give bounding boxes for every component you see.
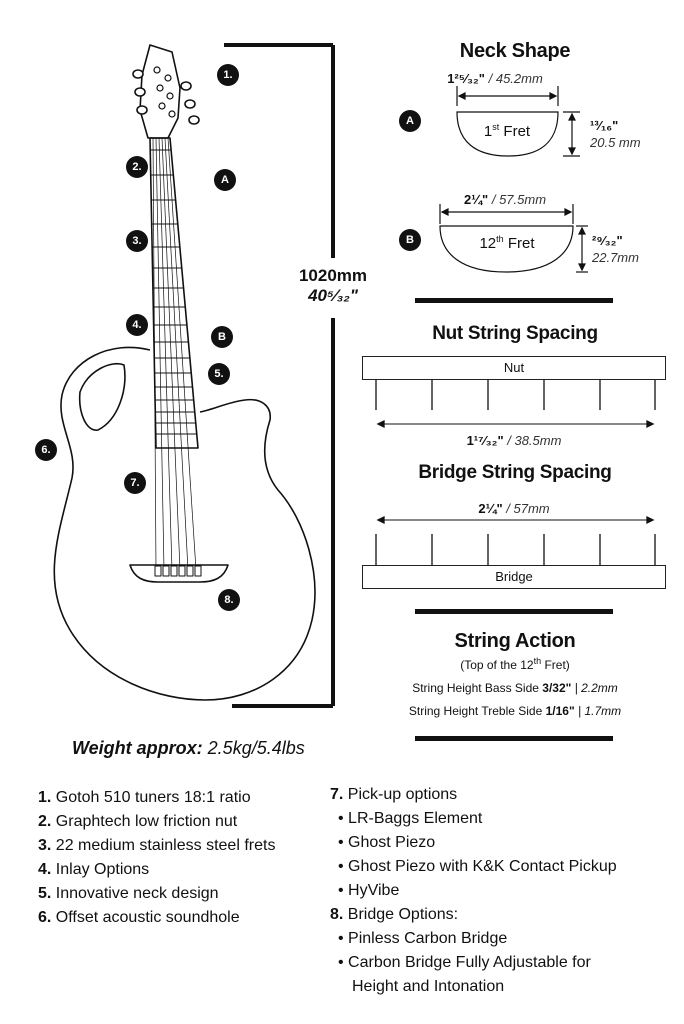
bridge-width-mm: / 57mm	[506, 501, 550, 516]
bridge-width-in: 2¼"	[478, 501, 503, 516]
badge-b-guitar: B	[211, 326, 233, 348]
string-height-bass: String Height Bass Side 3/32" | 2.2mm	[412, 681, 618, 695]
list-item-pickups: 7. Pick-up options	[330, 786, 458, 803]
bridge-width: 2¼" / 57mm	[424, 501, 604, 516]
badge-7: 7.	[124, 472, 146, 494]
string-height-treble: String Height Treble Side 1/16" | 1.7mm	[408, 704, 622, 718]
neck-a-width-mm: / 45.2mm	[488, 71, 543, 86]
total-length-in: 40⁵⁄₃₂"	[308, 286, 358, 305]
list-item: 3. 22 medium stainless steel frets	[38, 837, 276, 854]
badge-4: 4.	[126, 314, 148, 336]
list-item: 2. Graphtech low friction nut	[38, 813, 238, 830]
total-length-label: 1020mm 40⁵⁄₃₂"	[268, 266, 398, 306]
neck-a-depth-in: ¹³⁄₁₆"	[590, 118, 619, 133]
neck-a-fret-label: 1st Fret	[483, 122, 531, 140]
divider-2	[415, 609, 613, 614]
list-item: 4. Inlay Options	[38, 861, 150, 878]
badge-1: 1.	[217, 64, 239, 86]
neck-a-depth-mm: 20.5 mm	[590, 135, 641, 150]
neck-b-depth-mm: 22.7mm	[592, 250, 639, 265]
neck-b-badge: B	[399, 229, 421, 251]
list-subitem: LR-Baggs Element	[330, 807, 617, 831]
string-action-title: String Action	[454, 630, 576, 652]
nut-spacing-title: Nut String Spacing	[432, 323, 598, 344]
neck-a-width-in: 1²⁵⁄₃₂"	[447, 71, 485, 86]
badge-6: 6.	[35, 439, 57, 461]
badge-3: 3.	[126, 230, 148, 252]
list-item-bridge: 8. Bridge Options:	[330, 906, 459, 923]
neck-a-profile	[456, 86, 580, 157]
features-left-list: 1. Gotoh 510 tuners 18:1 ratio 2. Grapht…	[38, 786, 275, 930]
badge-5: 5.	[208, 363, 230, 385]
neck-a-badge: A	[399, 110, 421, 132]
bridge-bar: Bridge	[362, 565, 666, 589]
neck-b-fret-label: 12th Fret	[479, 234, 535, 252]
neck-a-width: 1²⁵⁄₃₂" / 45.2mm	[420, 71, 570, 86]
list-item: 1. Gotoh 510 tuners 18:1 ratio	[38, 789, 251, 806]
neck-a-depth: ¹³⁄₁₆" 20.5 mm	[590, 117, 641, 151]
list-subitem: HyVibe	[330, 879, 617, 903]
weight-value: 2.5kg/5.4lbs	[202, 738, 305, 758]
total-length-mm: 1020mm	[298, 266, 368, 285]
divider-1	[415, 298, 613, 303]
badge-2: 2.	[126, 156, 148, 178]
list-subitem-continued: Height and Intonation	[352, 978, 505, 995]
string-action-subtitle: (Top of the 12th Fret)	[460, 656, 570, 672]
bridge-spacing-title: Bridge String Spacing	[418, 462, 612, 483]
nut-strings	[375, 380, 656, 429]
weight-label: Weight approx:	[72, 738, 203, 758]
divider-3	[415, 736, 613, 741]
list-item: 5. Innovative neck design	[38, 885, 219, 902]
bridge-strings	[375, 515, 656, 566]
nut-width-mm: / 38.5mm	[507, 433, 562, 448]
neck-b-depth: ²⁹⁄₃₂" 22.7mm	[592, 232, 639, 266]
badge-8: 8.	[218, 589, 240, 611]
badge-a-guitar: A	[214, 169, 236, 191]
list-subitem: Carbon Bridge Fully Adjustable for	[330, 951, 617, 975]
features-right-list: 7. Pick-up options LR-Baggs Element Ghos…	[330, 783, 617, 999]
neck-shape-title: Neck Shape	[459, 40, 571, 62]
list-subitem: Ghost Piezo with K&K Contact Pickup	[330, 855, 617, 879]
list-subitem: Ghost Piezo	[330, 831, 617, 855]
neck-b-width-in: 2¼"	[463, 192, 489, 207]
nut-bar: Nut	[362, 356, 666, 380]
list-subitem: Pinless Carbon Bridge	[330, 927, 617, 951]
neck-b-width-mm: / 57.5mm	[491, 192, 547, 207]
neck-b-width: 2¼" / 57.5mm	[430, 192, 580, 207]
list-item: 6. Offset acoustic soundhole	[38, 909, 240, 926]
nut-width-in: 1¹⁷⁄₃₂"	[466, 433, 504, 448]
nut-width: 1¹⁷⁄₃₂" / 38.5mm	[424, 433, 604, 448]
neck-b-profile	[439, 204, 588, 273]
weight-line: Weight approx: 2.5kg/5.4lbs	[72, 738, 305, 759]
neck-b-depth-in: ²⁹⁄₃₂"	[592, 233, 623, 248]
